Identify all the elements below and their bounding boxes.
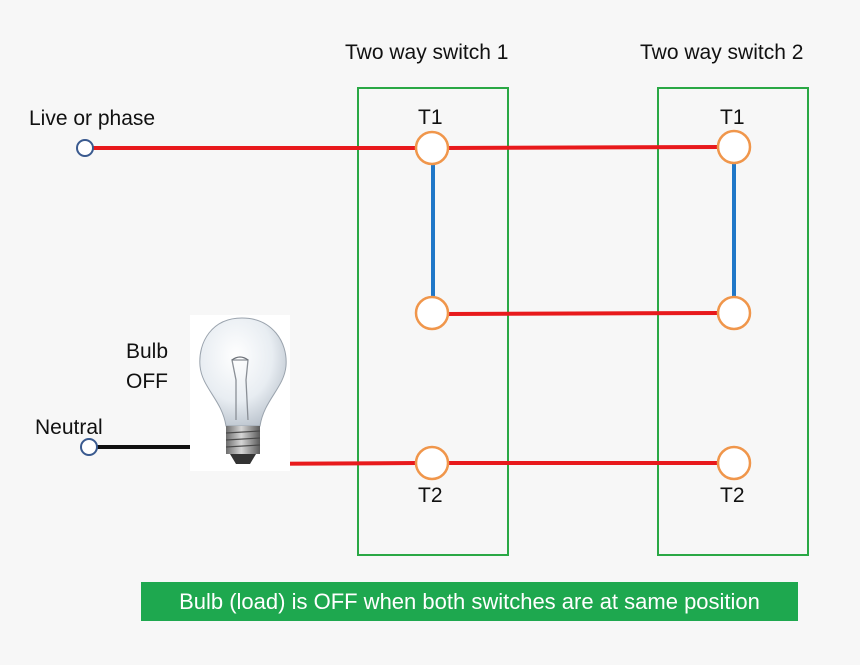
switch-2-middle-terminal [716,295,752,331]
switch-2-t1-label: T1 [720,106,745,129]
traveler-wire-middle [445,311,721,316]
switch-1-t2-label: T2 [418,484,443,507]
switch-2-t2-terminal [716,445,752,481]
switch-2-title: Two way switch 2 [640,41,803,64]
caption-banner: Bulb (load) is OFF when both switches ar… [141,582,798,621]
neutral-terminal [80,438,98,456]
switch-2-t2-label: T2 [720,484,745,507]
switch-1-t1-terminal [414,130,450,166]
switch-1-middle-terminal [414,295,450,331]
switch-1-box [357,87,509,556]
live-label: Live or phase [29,107,155,130]
live-terminal [76,139,94,157]
switch-1-title: Two way switch 1 [345,41,508,64]
light-bulb-icon [190,315,290,471]
switch-2-t1-terminal [716,129,752,165]
bulb-label-line-2: OFF [126,370,168,393]
switch-2-box [657,87,809,556]
switch-1-t2-terminal [414,445,450,481]
traveler-wire-top [445,145,721,150]
bulb-label-line-1: Bulb [126,340,168,363]
neutral-label: Neutral [35,416,103,439]
switch-1-t1-label: T1 [418,106,443,129]
caption-text: Bulb (load) is OFF when both switches ar… [179,589,760,614]
